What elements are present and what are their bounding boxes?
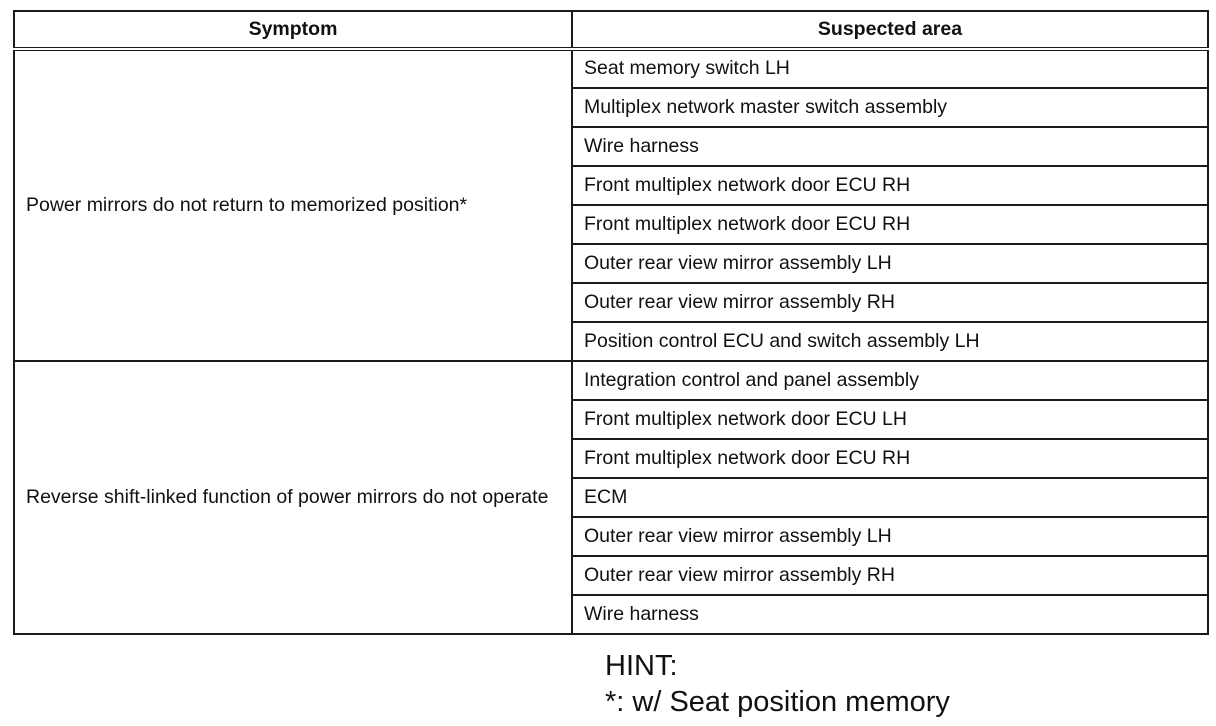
table-row: Front multiplex network door ECU RH — [14, 165, 1209, 206]
suspected-area-cell: Front multiplex network door ECU RH — [571, 438, 1209, 479]
table-body: Power mirrors do not return to memorized… — [13, 48, 1209, 635]
table-row: Outer rear view mirror assembly LH — [14, 516, 1209, 557]
suspected-area-cell: Outer rear view mirror assembly RH — [571, 555, 1209, 596]
suspected-area-cell: Integration control and panel assembly — [571, 360, 1209, 401]
suspected-area-cell: Front multiplex network door ECU RH — [571, 165, 1209, 206]
suspected-area-cell: Position control ECU and switch assembly… — [571, 321, 1209, 362]
table-row: Power mirrors do not return to memorized… — [13, 48, 1209, 362]
symptom-cell: Reverse shift-linked function of power m… — [13, 360, 573, 635]
symptom-table: Symptom Suspected area Power mirrors do … — [13, 10, 1209, 635]
table-row: Front multiplex network door ECU RH — [14, 204, 1209, 245]
table-row: Outer rear view mirror assembly RH — [14, 555, 1209, 596]
suspected-area-cell: Outer rear view mirror assembly RH — [571, 282, 1209, 323]
suspected-area-cell: Wire harness — [571, 594, 1209, 635]
table-row: Front multiplex network door ECU RH — [14, 438, 1209, 479]
table-row: Outer rear view mirror assembly RH — [14, 282, 1209, 323]
hint-block: HINT: *: w/ Seat position memory — [605, 648, 950, 720]
suspected-area-cell: ECM — [571, 477, 1209, 518]
table-header-row: Symptom Suspected area — [13, 10, 1209, 51]
table-row: Position control ECU and switch assembly… — [14, 321, 1209, 362]
column-header-symptom: Symptom — [13, 10, 573, 51]
table-row: ECM — [14, 477, 1209, 518]
hint-title: HINT: — [605, 650, 678, 682]
suspected-area-cell: Wire harness — [571, 126, 1209, 167]
suspected-area-cell: Front multiplex network door ECU RH — [571, 204, 1209, 245]
hint-note: *: w/ Seat position memory — [605, 686, 950, 718]
suspected-area-cell: Front multiplex network door ECU LH — [571, 399, 1209, 440]
column-header-suspected-area: Suspected area — [571, 10, 1209, 51]
table-row: Wire harness — [14, 126, 1209, 167]
table-row: Reverse shift-linked function of power m… — [13, 360, 1209, 635]
suspected-area-cell: Seat memory switch LH — [571, 48, 1209, 89]
suspected-area-cell: Outer rear view mirror assembly LH — [571, 516, 1209, 557]
table-row: Outer rear view mirror assembly LH — [14, 243, 1209, 284]
table-row: Multiplex network master switch assembly — [14, 87, 1209, 128]
table-row: Wire harness — [14, 594, 1209, 635]
suspected-area-cell: Multiplex network master switch assembly — [571, 87, 1209, 128]
suspected-area-cell: Outer rear view mirror assembly LH — [571, 243, 1209, 284]
table-row: Front multiplex network door ECU LH — [14, 399, 1209, 440]
symptom-cell: Power mirrors do not return to memorized… — [13, 48, 573, 362]
